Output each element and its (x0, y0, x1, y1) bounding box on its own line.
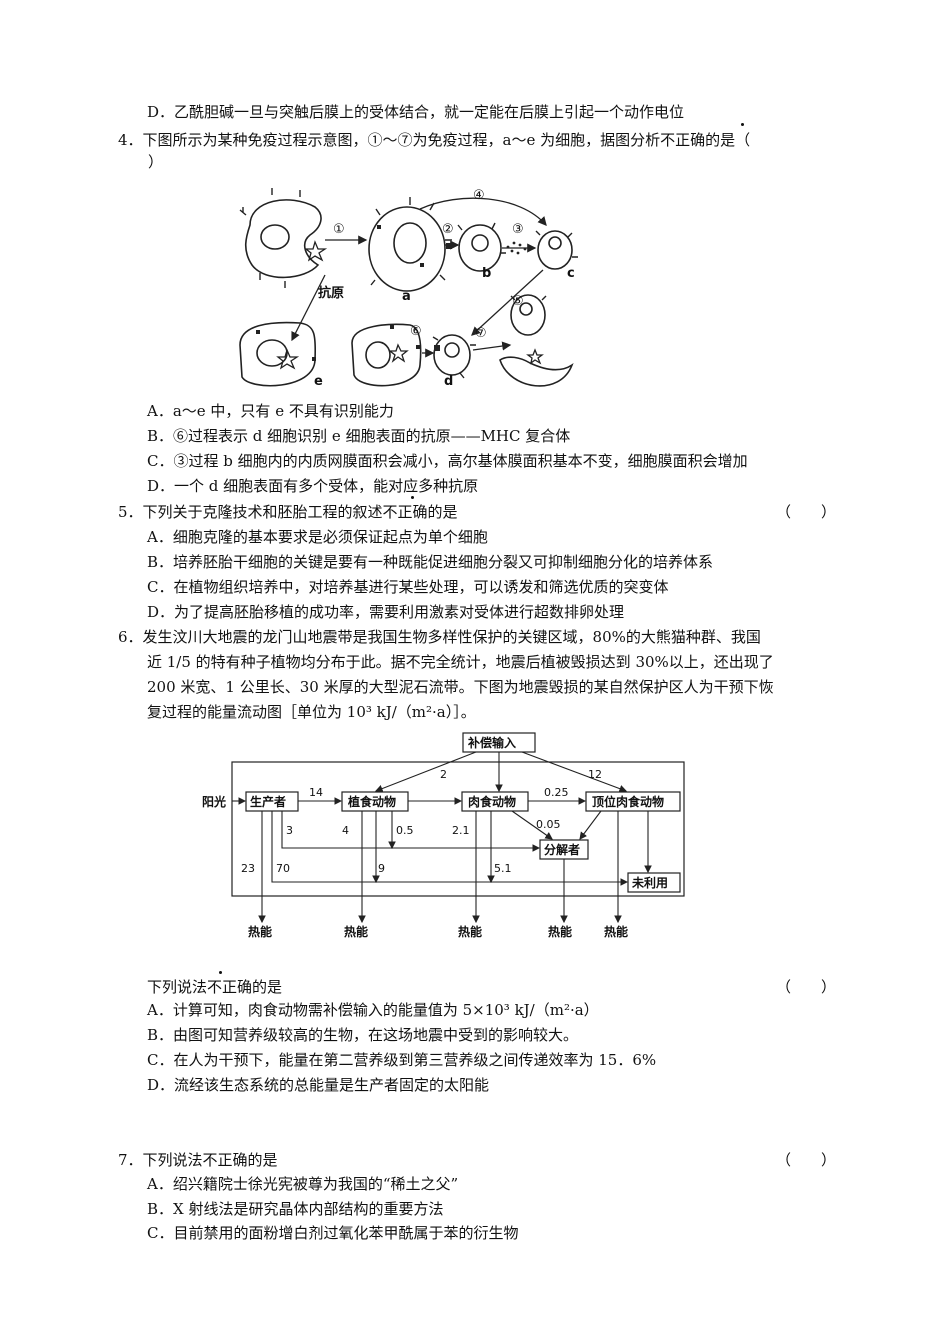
svg-text:14: 14 (309, 786, 323, 799)
q5-option-d: D．为了提高胚胎移植的成功率，需要利用激素对受体进行超数排卵处理 (147, 603, 625, 621)
svg-text:热能: 热能 (344, 924, 368, 939)
cell-d (433, 334, 471, 376)
q5-option-c: C．在植物组织培养中，对培养基进行某些处理，可以诱发和筛选优质的突变体 (147, 578, 669, 596)
svg-text:热能: 热能 (458, 924, 482, 939)
q7-option-b: B．X 射线法是研究晶体内部结构的重要方法 (147, 1200, 444, 1218)
svg-text:5.1: 5.1 (494, 862, 512, 875)
svg-text:c: c (567, 266, 575, 281)
svg-text:d: d (444, 374, 453, 389)
q6-question: 下列说法不正确的是 (147, 978, 283, 996)
svg-text:肉食动物: 肉食动物 (468, 794, 516, 809)
cell-b (458, 224, 502, 272)
svg-text:23: 23 (241, 862, 255, 875)
macrophage-cell (244, 199, 322, 279)
emphasis-dot (741, 123, 744, 126)
svg-text:热能: 热能 (548, 924, 572, 939)
q4-option-a: A．a～e 中，只有 e 不具有识别能力 (147, 402, 394, 420)
q6-answer-blank: （ ） (776, 978, 837, 996)
svg-text:⑤: ⑤ (512, 294, 524, 309)
svg-text:0.05: 0.05 (536, 818, 561, 831)
q4-option-b: B．⑥过程表示 d 细胞识别 e 细胞表面的抗原——MHC 复合体 (147, 427, 571, 445)
q4-stem: 4．下图所示为某种免疫过程示意图，①～⑦为免疫过程，a～e 为细胞，据图分析不正… (118, 131, 751, 149)
svg-text:2: 2 (440, 768, 447, 781)
q4-option-c: C．③过程 b 细胞内的内质网膜面积会减小，高尔基体膜面积基本不变，细胞膜面积会… (147, 452, 748, 470)
svg-text:①: ① (333, 222, 345, 237)
svg-text:2.1: 2.1 (452, 824, 470, 837)
svg-text:4: 4 (342, 824, 349, 837)
svg-text:b: b (482, 266, 491, 281)
q5-option-a: A．细胞克隆的基本要求是必须保证起点为单个细胞 (147, 528, 488, 546)
svg-text:阳光: 阳光 (202, 794, 226, 809)
emphasis-dot (219, 971, 222, 974)
q3-option-d: D．乙酰胆碱一旦与突触后膜上的受体结合，就一定能在后膜上引起一个动作电位 (147, 103, 685, 121)
svg-text:植食动物: 植食动物 (347, 794, 396, 809)
svg-text:生产者: 生产者 (250, 794, 286, 809)
q6-stem-2: 近 1/5 的特有种子植物均分布于此。据不完全统计，地震后植被毁损达到 30%以… (147, 653, 774, 671)
q6-option-a: A．计算可知，肉食动物需补偿输入的能量值为 5×10³ kJ/（m²·a） (147, 1001, 599, 1019)
q7-option-c: C．目前禁用的面粉增白剂过氧化苯甲酰属于苯的衍生物 (147, 1224, 519, 1242)
cell-e (239, 321, 317, 387)
q7-answer-blank: （ ） (776, 1151, 837, 1169)
cell-c (537, 230, 573, 270)
q5-option-b: B．培养胚胎干细胞的关键是要有一种既能促进细胞分裂又可抑制细胞分化的培养体系 (147, 553, 714, 571)
svg-text:未利用: 未利用 (631, 875, 668, 890)
q5-answer-blank: （ ） (776, 503, 837, 521)
immune-process-figure: ① ② ③ ④ ⑤ ⑥ ⑦ a b c d e 抗原 (239, 188, 578, 389)
svg-text:12: 12 (588, 768, 602, 781)
q5-stem: 5．下列关于克隆技术和胚胎工程的叙述不正确的是 (118, 503, 458, 521)
svg-text:0.25: 0.25 (544, 786, 569, 799)
svg-text:3: 3 (286, 824, 293, 837)
svg-text:顶位肉食动物: 顶位肉食动物 (592, 794, 664, 809)
svg-text:70: 70 (276, 862, 290, 875)
svg-text:a: a (402, 289, 411, 304)
svg-text:热能: 热能 (248, 924, 272, 939)
svg-text:④: ④ (473, 188, 485, 203)
q4-option-d: D．一个 d 细胞表面有多个受体，能对应多种抗原 (147, 477, 479, 495)
q7-stem: 7．下列说法不正确的是 (118, 1151, 278, 1169)
svg-text:抗原: 抗原 (318, 285, 344, 301)
q6-option-d: D．流经该生态系统的总能量是生产者固定的太阳能 (147, 1076, 490, 1094)
emphasis-dot (411, 496, 414, 499)
q6-stem-3: 200 米宽、1 公里长、30 米厚的大型泥石流带。下图为地震毁损的某自然保护区… (147, 678, 774, 696)
q6-option-c: C．在人为干预下，能量在第二营养级到第三营养级之间传递效率为 15．6% (147, 1051, 657, 1069)
q6-stem-4: 复过程的能量流动图［单位为 10³ kJ/（m²·a）］。 (147, 703, 476, 721)
q4-stem-end: ） (148, 153, 164, 171)
svg-text:⑥: ⑥ (410, 324, 422, 339)
svg-text:②: ② (442, 222, 454, 237)
svg-text:热能: 热能 (604, 924, 628, 939)
svg-text:分解者: 分解者 (544, 842, 580, 857)
svg-text:补偿输入: 补偿输入 (467, 735, 516, 750)
energy-flow-diagram: 补偿输入 阳光 生产者 植食动物 肉食动物 顶位肉食动物 分解者 未利用 热能 … (202, 732, 685, 939)
svg-text:9: 9 (378, 862, 385, 875)
q6-stem-1: 6．发生汶川大地震的龙门山地震带是我国生物多样性保护的关键区域，80%的大熊猫种… (118, 628, 761, 646)
svg-text:⑦: ⑦ (475, 326, 487, 341)
svg-text:0.5: 0.5 (396, 824, 414, 837)
q7-option-a: A．绍兴籍院士徐光宪被尊为我国的“稀土之父” (147, 1175, 459, 1193)
cell-a (368, 206, 446, 292)
svg-text:③: ③ (512, 222, 524, 237)
svg-text:e: e (314, 374, 323, 389)
q6-option-b: B．由图可知营养级较高的生物，在这场地震中受到的影响较大。 (147, 1026, 579, 1044)
